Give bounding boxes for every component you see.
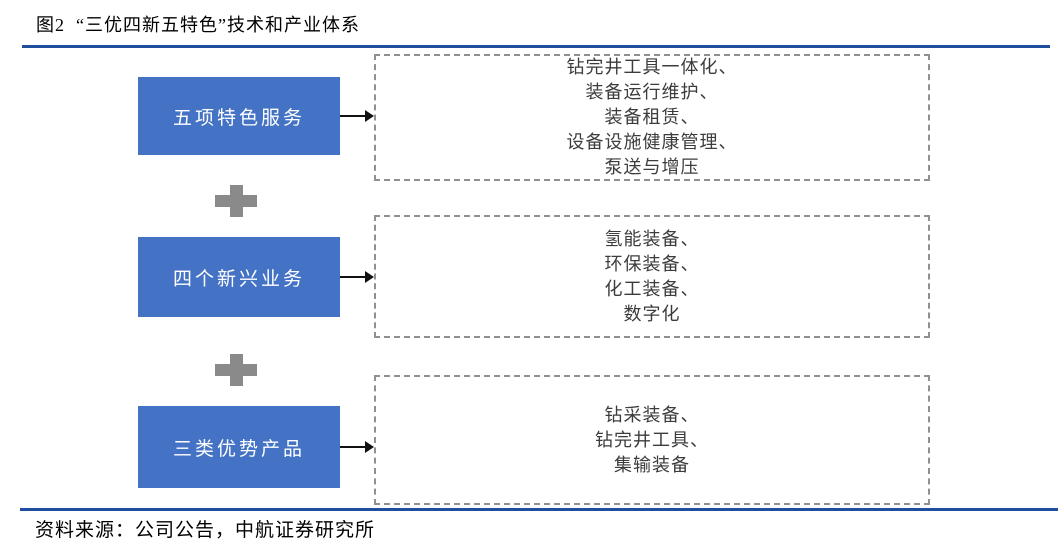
top-divider-rule	[22, 45, 1050, 48]
detail-line: 钻完井工具一体化、	[566, 57, 738, 77]
detail-line: 泵送与增压	[604, 157, 700, 177]
detail-line: 钻完井工具、	[595, 429, 709, 450]
plus-icon	[215, 185, 257, 217]
arrow-head	[365, 271, 374, 283]
detail-line: 集输装备	[614, 454, 690, 475]
detail-line: 装备租赁、	[604, 107, 700, 127]
plus-icon	[215, 354, 257, 386]
detail-line: 化工装备、	[604, 278, 700, 299]
detail-line: 装备运行维护、	[585, 82, 719, 102]
category-box-special-services: 五项特色服务	[138, 77, 340, 155]
plus-vertical-bar	[230, 185, 243, 217]
category-label: 四个新兴业务	[172, 268, 305, 290]
category-box-advantage-products: 三类优势产品	[138, 406, 340, 488]
plus-vertical-bar	[230, 354, 243, 386]
arrow-shaft	[340, 446, 366, 448]
right-arrow-icon	[340, 270, 374, 284]
arrow-shaft	[340, 276, 366, 278]
source-note: 资料来源：公司公告，中航证券研究所	[35, 520, 376, 541]
right-arrow-icon	[340, 440, 374, 454]
detail-line: 氢能装备、	[604, 228, 700, 249]
detail-line: 设备设施健康管理、	[566, 132, 738, 152]
arrow-head	[365, 110, 374, 122]
detail-box-advantage-products: 钻采装备、 钻完井工具、 集输装备	[374, 375, 930, 505]
detail-line: 钻采装备、	[604, 404, 700, 425]
detail-box-special-services: 钻完井工具一体化、 装备运行维护、 装备租赁、 设备设施健康管理、 泵送与增压	[374, 54, 930, 181]
detail-line: 环保装备、	[604, 253, 700, 274]
detail-box-emerging-business: 氢能装备、 环保装备、 化工装备、 数字化	[374, 215, 930, 338]
figure-title: 图2 “三优四新五特色”技术和产业体系	[36, 15, 360, 35]
right-arrow-icon	[340, 109, 374, 123]
bottom-divider-rule	[20, 508, 1058, 511]
category-label: 五项特色服务	[172, 107, 305, 129]
arrow-head	[365, 441, 374, 453]
category-label: 三类优势产品	[172, 438, 305, 460]
category-box-emerging-business: 四个新兴业务	[138, 237, 340, 317]
detail-line: 数字化	[623, 303, 681, 324]
arrow-shaft	[340, 115, 366, 117]
